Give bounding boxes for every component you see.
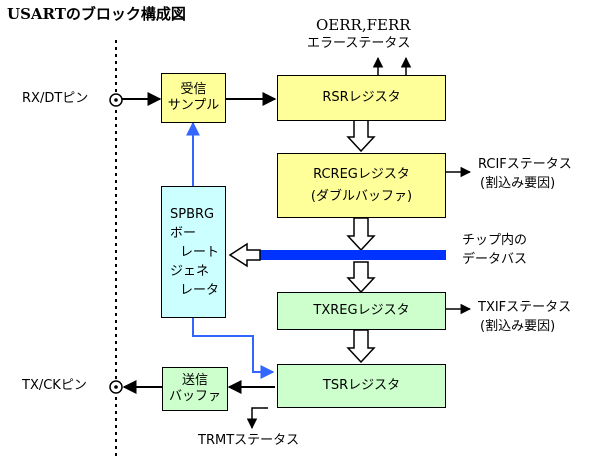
spbrg-line-4: ジェネ [170, 263, 210, 279]
trmt-status-label: TRMTステータス [198, 433, 300, 448]
spbrg-baud-rate-generator-block: SPBRG ボー レート ジェネ レータ [161, 186, 226, 318]
txif-interrupt-note: (割込み要因) [480, 319, 556, 334]
spbrg-to-tsr-clock [192, 318, 275, 379]
spbrg-line-3: レート [180, 244, 220, 260]
rcif-interrupt-note: (割込み要因) [480, 176, 556, 191]
txreg-register-block: TXREGレジスタ [277, 292, 446, 330]
rcreg-double-buffer-label: (ダブルバッファ) [310, 188, 413, 204]
transmit-buffer-line-2: バッファ [168, 389, 221, 404]
tsr-register-block: TSRレジスタ [277, 364, 446, 408]
trmt-arrow [246, 407, 268, 430]
spbrg-line-2: ボー [170, 225, 197, 241]
bus-to-spbrg-arrow [228, 242, 261, 268]
error-status-codes: OERR,FERR [316, 16, 411, 34]
txif-status-label: TXIFステータス [478, 300, 572, 315]
tsr-register-label: TSRレジスタ [322, 378, 401, 393]
data-bus-label-line-2: データバス [462, 252, 528, 267]
rcreg-register-label: RCREGレジスタ [313, 166, 410, 182]
rsr-register-block: RSRレジスタ [277, 75, 446, 121]
transmit-buffer-line-1: 送信 [181, 373, 208, 388]
data-bus-bar [260, 250, 446, 260]
tx-pin-label: TX/CKピン [22, 378, 87, 393]
transmit-buffer-block: 送信 バッファ [162, 367, 228, 411]
rcreg-to-bus-arrow [346, 217, 376, 252]
tx-pin-symbol [109, 380, 123, 394]
rx-pin-label: RX/DTピン [22, 91, 89, 106]
diagram-title: USARTのブロック構成図 [7, 5, 186, 23]
error-status-label: エラーステータス [307, 36, 411, 51]
rcif-status-label: RCIFステータス [478, 157, 572, 172]
receive-sampling-line-1: 受信 [180, 82, 207, 97]
receive-sampling-line-2: サンプル [167, 98, 220, 113]
rsr-register-label: RSRレジスタ [322, 90, 401, 105]
rsr-to-rcreg-arrow [346, 119, 376, 153]
data-bus-label-line-1: チップ内の [462, 233, 528, 248]
spbrg-line-5: レータ [180, 282, 220, 298]
receive-sampling-block: 受信 サンプル [161, 73, 226, 123]
spbrg-line-1: SPBRG [170, 206, 215, 222]
txreg-register-label: TXREGレジスタ [313, 303, 410, 318]
bus-to-txreg-arrow [346, 261, 376, 294]
rcreg-register-block: RCREGレジスタ (ダブルバッファ) [277, 153, 446, 218]
txreg-to-tsr-arrow [346, 329, 376, 364]
rx-pin-symbol [109, 93, 123, 107]
